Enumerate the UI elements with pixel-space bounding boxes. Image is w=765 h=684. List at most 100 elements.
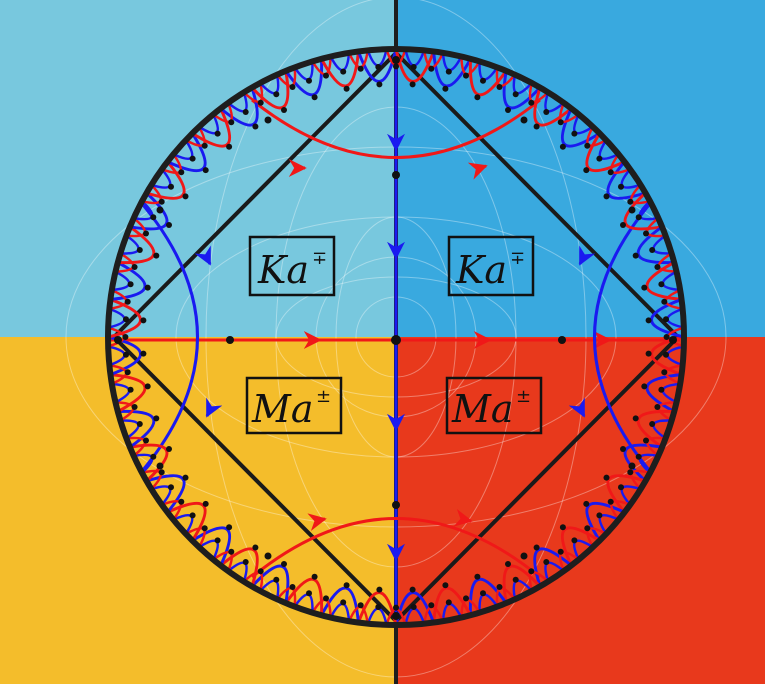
boundary-dot: [557, 119, 564, 126]
boundary-dot: [136, 421, 143, 427]
boundary-dot: [528, 568, 535, 575]
boundary-dot: [596, 155, 603, 162]
boundary-dot: [189, 512, 196, 519]
boundary-dot: [596, 512, 603, 519]
boundary-dot: [620, 222, 626, 228]
boundary-dot: [153, 415, 160, 422]
red-arc-bottom-arrow-right: [453, 508, 473, 527]
boundary-dot: [182, 474, 189, 481]
blue-arc-left-arrow-top: [194, 245, 212, 266]
boundary-dot: [228, 548, 235, 555]
boundary-dot: [252, 544, 259, 551]
boundary-dot: [168, 484, 174, 491]
blue-arc-left-arrow-bottom: [205, 397, 223, 418]
boundary-dot: [150, 453, 157, 460]
label-bottom-left-sup: ±: [316, 386, 331, 407]
boundary-dot: [445, 68, 452, 75]
boundary-dot: [496, 84, 503, 90]
boundary-dot: [654, 264, 661, 270]
boundary-dot: [641, 383, 648, 390]
boundary-dot: [168, 183, 174, 190]
label-bottom-right-sup: ±: [516, 386, 531, 407]
boundary-dot: [202, 167, 209, 174]
boundary-dot: [131, 264, 138, 270]
boundary-dot: [123, 351, 129, 358]
boundary-dot: [153, 252, 160, 259]
boundary-dot: [257, 99, 264, 106]
boundary-dot: [306, 77, 312, 84]
boundary-dot: [281, 107, 287, 113]
boundary-dot: [480, 77, 486, 84]
boundary-dot: [257, 568, 264, 575]
boundary-dot: [306, 590, 312, 597]
boundary-circle: [105, 46, 687, 628]
boundary-dot: [343, 582, 350, 589]
boundary-dot: [311, 573, 318, 580]
red-arc-bottom: [251, 517, 541, 579]
boundary-dot: [357, 65, 364, 72]
boundary-dot: [463, 72, 469, 79]
boundary-dot: [658, 281, 665, 288]
boundary-dot: [252, 123, 259, 130]
boundary-dot: [158, 469, 165, 476]
boundary-dot: [409, 586, 416, 593]
boundary-dot: [543, 109, 550, 115]
boundary-dot: [505, 561, 511, 567]
boundary-dot: [442, 582, 449, 589]
boundary-dot: [136, 247, 143, 253]
red-arc-bottom-arrow-left: [307, 513, 327, 532]
boundary-dot: [643, 437, 649, 444]
boundary-dot: [643, 230, 649, 237]
blue-arc-right-arrow-bottom: [568, 397, 586, 418]
boundary-dot: [571, 537, 578, 544]
boundary-dot: [410, 604, 417, 610]
boundary-dot: [357, 602, 364, 609]
boundary-dot: [226, 524, 233, 531]
boundary-dot: [603, 193, 610, 200]
boundary-dot: [376, 81, 383, 88]
boundary-dot: [663, 316, 669, 323]
boundary-dot: [428, 65, 435, 72]
boundary-dot: [124, 369, 131, 376]
boundary-dot: [158, 198, 165, 205]
boundary-dot: [559, 524, 566, 531]
boundary-dot: [663, 351, 669, 358]
boundary-dot: [661, 298, 668, 305]
red-arc-top-arrow-right: [467, 162, 488, 180]
boundary-dot: [607, 169, 614, 176]
boundary-dot: [649, 247, 656, 253]
boundary-dot: [340, 599, 347, 606]
label-top-right-base: Ka: [455, 248, 507, 292]
boundary-dot: [242, 109, 249, 115]
boundary-dot: [323, 72, 329, 79]
label-bottom-right-base: Ma: [451, 387, 514, 431]
boundary-dot: [584, 142, 591, 149]
boundary-dot: [528, 99, 535, 106]
boundary-dot: [226, 143, 233, 150]
label-bottom-left: Ma ±: [245, 376, 343, 435]
boundary-dot: [632, 415, 639, 422]
label-bottom-left-box: [245, 376, 343, 435]
boundary-dot: [661, 369, 668, 376]
boundary-dot: [340, 68, 347, 75]
boundary-dot: [603, 474, 610, 481]
boundary-dot: [474, 573, 481, 580]
boundary-dot: [505, 107, 511, 113]
boundary-dot: [143, 437, 149, 444]
boundary-small-arcs: [110, 51, 682, 623]
boundary-dot: [122, 334, 129, 340]
boundary-dot: [428, 602, 435, 609]
boundary-dot: [150, 214, 157, 221]
boundary-dot: [480, 590, 486, 597]
boundary-dot: [201, 525, 208, 532]
blue-arc-right-arrow-top: [578, 245, 596, 266]
boundary-dot: [393, 63, 399, 70]
boundary-dot: [409, 81, 416, 88]
boundary-dot: [442, 85, 449, 92]
boundary-dot: [178, 169, 185, 176]
boundary-dot: [343, 85, 350, 92]
boundary-dot: [375, 64, 382, 70]
boundary-dot: [127, 281, 134, 288]
boundary-dot: [214, 537, 221, 544]
